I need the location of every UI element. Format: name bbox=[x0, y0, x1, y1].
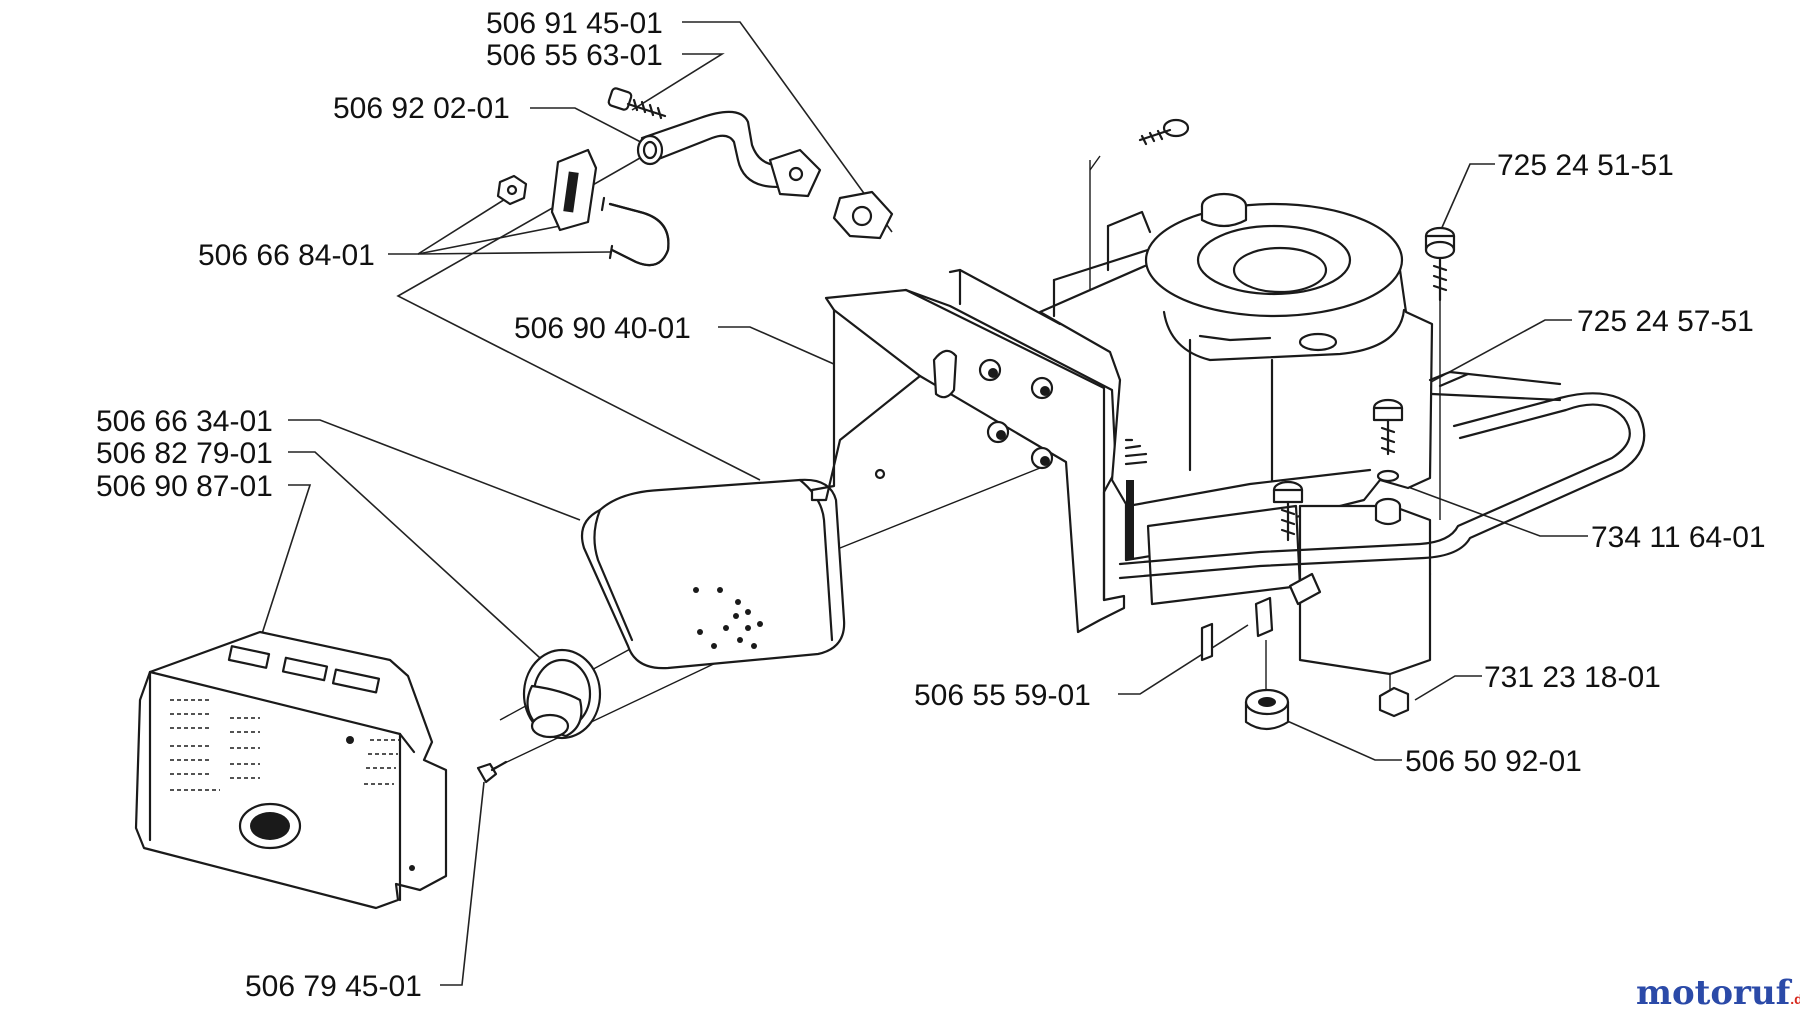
u-bolt-506-66-84-01 bbox=[600, 196, 670, 267]
pipe-bracket bbox=[550, 148, 598, 232]
label-506-91-45-01: 506 91 45-01 bbox=[486, 7, 663, 40]
leader-506-92-02-01 bbox=[530, 107, 661, 153]
motoruf-watermark-logo: motoruf.de bbox=[1636, 973, 1800, 1013]
outlet-elbow-506-82-79-01 bbox=[522, 648, 602, 740]
frame-tube bbox=[1118, 370, 1646, 580]
muffler-506-66-34-01 bbox=[580, 478, 846, 670]
part-labels: 506 91 45-01 506 55 63-01 506 92 02-01 5… bbox=[96, 7, 1766, 1003]
label-734-11-64-01: 734 11 64-01 bbox=[1591, 521, 1766, 554]
leader-506-82-79-01 bbox=[288, 451, 541, 659]
label-506-90-40-01: 506 90 40-01 bbox=[514, 312, 691, 345]
leader-506-66-84-01-b bbox=[417, 223, 571, 255]
leader-506-55-59-01 bbox=[1118, 624, 1249, 695]
label-725-24-57-51: 725 24 57-51 bbox=[1577, 305, 1754, 338]
label-725-24-51-51: 725 24 51-51 bbox=[1497, 149, 1674, 182]
guide-muffler-engine bbox=[829, 467, 1041, 553]
bolt-center bbox=[1272, 480, 1304, 542]
bolt-725-24-51-51 bbox=[1424, 226, 1456, 302]
guide-bolt-engine bbox=[1089, 155, 1101, 171]
screw-506-55-63-01 bbox=[607, 87, 667, 120]
exhaust-pipe-group bbox=[496, 87, 894, 267]
leader-731-23-18-01 bbox=[1414, 675, 1482, 701]
leader-506-90-87-01 bbox=[259, 484, 312, 641]
cover-vent-slots bbox=[170, 699, 400, 791]
leader-506-50-92-01 bbox=[1284, 719, 1402, 761]
leader-506-66-34-01 bbox=[288, 419, 581, 521]
leader-725-24-57-51 bbox=[1419, 319, 1572, 389]
engine bbox=[1038, 192, 1434, 676]
nut-506-66-84-01 bbox=[496, 174, 528, 206]
label-506-66-84-01: 506 66 84-01 bbox=[198, 239, 375, 272]
gasket-506-91-45-01 bbox=[832, 190, 894, 240]
label-506-50-92-01: 506 50 92-01 bbox=[1405, 745, 1582, 778]
watermark-suffix: .de bbox=[1790, 991, 1800, 1007]
leader-506-90-40-01 bbox=[718, 326, 871, 381]
label-506-79-45-01: 506 79 45-01 bbox=[245, 970, 422, 1003]
pin-506-55-59-01 bbox=[1200, 572, 1322, 662]
watermark-main-text: motoruf bbox=[1636, 973, 1793, 1013]
label-731-23-18-01: 731 23 18-01 bbox=[1484, 661, 1661, 694]
label-506-90-87-01: 506 90 87-01 bbox=[96, 470, 273, 503]
label-506-92-02-01: 506 92 02-01 bbox=[333, 92, 510, 125]
leader-506-91-45-01 bbox=[682, 21, 893, 233]
leader-506-66-84-01-c bbox=[417, 251, 611, 255]
leader-506-55-63-01 bbox=[631, 53, 725, 111]
washer-734-11-64-01 bbox=[1374, 469, 1402, 526]
nut-731-23-18-01 bbox=[1378, 686, 1410, 718]
svg-text:motoruf.de: motoruf.de bbox=[1636, 973, 1800, 1013]
screw-506-79-45-01 bbox=[476, 760, 508, 784]
top-bolt bbox=[1138, 118, 1190, 146]
leader-734-11-64-01 bbox=[1399, 483, 1588, 537]
leader-725-24-51-51 bbox=[1439, 163, 1495, 233]
label-506-55-63-01: 506 55 63-01 bbox=[486, 39, 663, 72]
leader-506-79-45-01 bbox=[440, 781, 485, 986]
engine-bracket-506-90-40-01 bbox=[810, 268, 1126, 634]
spacer-506-50-92-01 bbox=[1244, 688, 1290, 731]
label-506-82-79-01: 506 82 79-01 bbox=[96, 437, 273, 470]
muffler-perforations bbox=[693, 587, 763, 649]
label-506-66-34-01: 506 66 34-01 bbox=[96, 405, 273, 438]
label-506-55-59-01: 506 55 59-01 bbox=[914, 679, 1091, 712]
heat-shield-cover-506-90-87-01 bbox=[134, 630, 448, 910]
leader-506-66-84-01-a bbox=[388, 195, 511, 255]
exhaust-pipe-506-92-02-01 bbox=[636, 110, 822, 198]
bolt-725-24-57-51 bbox=[1372, 398, 1404, 456]
